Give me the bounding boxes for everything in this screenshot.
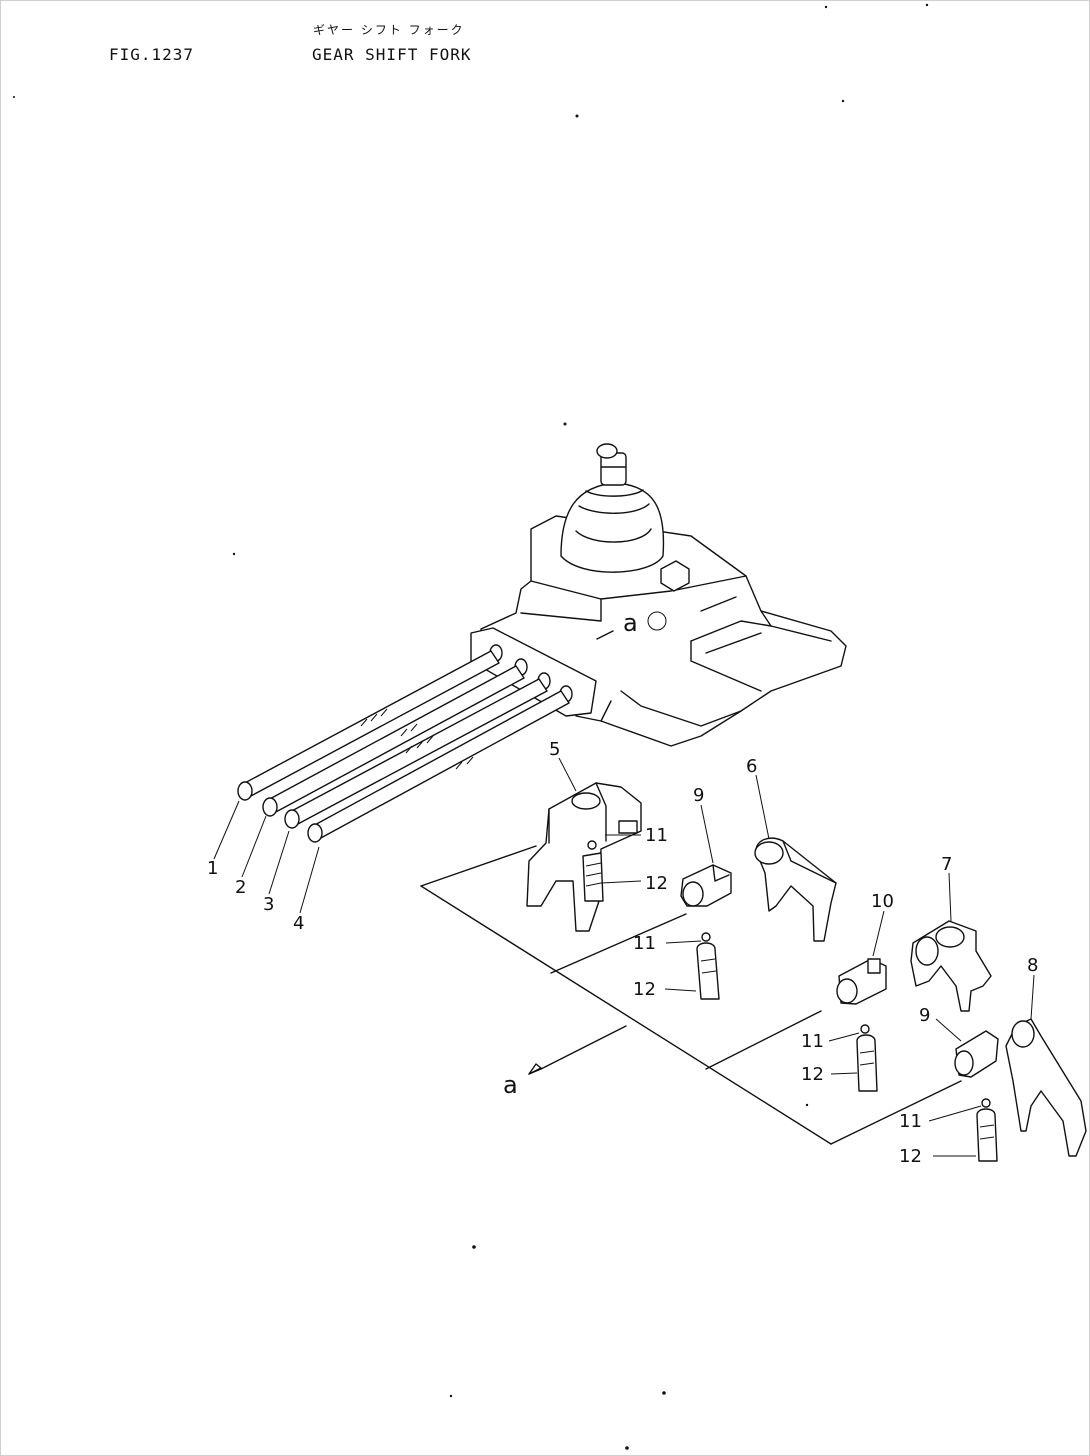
callout-3: 3 <box>263 894 274 915</box>
shift-rod-1 <box>237 650 500 801</box>
view-marker-a-bottom: a <box>503 1071 518 1099</box>
callout-11-d: 11 <box>899 1111 922 1132</box>
ball-spring-set-d <box>976 1098 998 1162</box>
scan-specks <box>13 3 929 1450</box>
shift-rod-2 <box>262 665 525 817</box>
view-marker-a-top: a <box>623 609 638 637</box>
ball-spring-set-a <box>582 840 604 902</box>
callout-12-b: 12 <box>633 979 656 1000</box>
callout-12-c: 12 <box>801 1064 824 1085</box>
shift-case-assembly <box>470 443 847 747</box>
detent-block-9-upper <box>680 864 732 907</box>
callout-9-lower: 9 <box>919 1005 930 1026</box>
callout-2: 2 <box>235 877 246 898</box>
callout-11-c: 11 <box>801 1031 824 1052</box>
detent-block-9-lower <box>954 1030 999 1078</box>
shift-fork-8 <box>1005 1018 1087 1157</box>
callout-11-a: 11 <box>645 825 668 846</box>
callout-10: 10 <box>871 891 894 912</box>
callout-9-upper: 9 <box>693 785 704 806</box>
title-english: GEAR SHIFT FORK <box>312 45 472 64</box>
ball-spring-set-c <box>856 1024 878 1092</box>
callout-4: 4 <box>293 913 304 934</box>
figure-number: FIG.1237 <box>109 45 195 64</box>
callout-11-b: 11 <box>633 933 656 954</box>
callout-7: 7 <box>941 854 952 875</box>
shift-rod-3 <box>284 678 548 829</box>
shift-fork-6 <box>754 837 837 942</box>
title-japanese: ギヤー シフト フォーク <box>313 23 465 37</box>
ball-spring-set-b <box>696 932 720 1000</box>
callout-12-a: 12 <box>645 873 668 894</box>
callout-5: 5 <box>549 739 560 760</box>
callout-6: 6 <box>746 756 757 777</box>
view-arrow-a <box>528 1063 542 1075</box>
callout-12-d: 12 <box>899 1146 922 1167</box>
callout-8: 8 <box>1027 955 1038 976</box>
callout-labels: 1 2 3 4 5 6 7 8 9 9 10 11 11 11 11 12 12… <box>207 739 1038 1167</box>
reference-plane <box>420 845 962 1145</box>
shift-rods <box>237 650 570 843</box>
leader-lines <box>213 757 1035 1157</box>
shift-fork-7 <box>910 920 992 1012</box>
shift-rod-4 <box>307 690 570 843</box>
callout-1: 1 <box>207 858 218 879</box>
detent-block-10 <box>836 958 887 1005</box>
